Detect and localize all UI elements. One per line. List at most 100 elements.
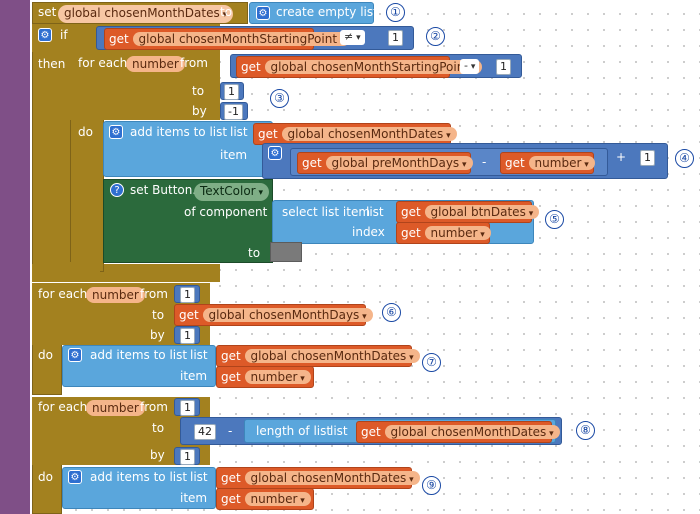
add3-number-dropdown[interactable]: number [244,492,311,506]
loop3-for-each-label: for each [38,400,88,414]
marker-9: ⑨ [422,476,441,495]
add1-label: add items to list [130,125,228,139]
loop1-from-num[interactable]: 1 [496,59,511,75]
loop1-to-label: to [192,84,205,98]
select-list-item-label: select list item [282,205,371,219]
loop3-by-num[interactable]: 1 [180,449,195,465]
for-each-loop-1-footer [70,262,100,272]
loop1-get-starting-point[interactable]: get global chosenMonthStartingPoint [236,56,483,78]
add1-plus-num[interactable]: 1 [640,150,655,166]
btn-dates-dropdown[interactable]: global btnDates [424,205,540,219]
loop1-for-each-label: for each [78,56,128,70]
add1-number-dropdown[interactable]: number [528,156,595,170]
add1-item-label: item [220,148,248,162]
index-number-dropdown[interactable]: number [424,226,491,240]
textcolor-dropdown[interactable]: TextColor [194,183,269,201]
if-label: if [60,28,68,42]
add2-list-dropdown[interactable]: global chosenMonthDates [244,349,420,363]
add2-list-label: list [190,348,208,362]
add1-gear-icon[interactable]: ⚙ [109,125,123,139]
loop1-var[interactable]: number [126,56,185,72]
loop2-get-month-days[interactable]: get global chosenMonthDays [174,304,373,326]
set-button-label: set Button. [130,183,197,197]
loop1-minus-dropdown[interactable]: - [460,59,480,74]
loop2-from-num[interactable]: 1 [180,287,195,303]
marker-4: ④ [675,149,694,168]
length-of-list-label: length of list [256,424,332,438]
add3-label: add items to list [90,470,188,484]
add1-list-label: list [230,125,248,139]
add1-minus: - [482,155,487,169]
marker-3: ③ [270,89,289,108]
if-gear-icon[interactable]: ⚙ [38,28,52,42]
get-index-number[interactable]: get number [396,222,491,244]
select-list-label: list [366,205,384,219]
add1-list-dropdown[interactable]: global chosenMonthDates [281,127,457,141]
get-label: get [109,32,129,46]
month-days-dropdown[interactable]: global chosenMonthDays [202,308,373,322]
loop1-to-num[interactable]: 1 [224,84,239,100]
add2-label: add items to list [90,348,188,362]
of-component-label: of component [184,205,268,219]
add3-get-number[interactable]: get number [216,488,314,510]
create-empty-list-label: create empty list [276,5,378,19]
add3-item-label: item [180,491,208,505]
marker-8: ⑧ [576,421,595,440]
loop1-by-label: by [192,104,207,118]
set-to-label: to [220,5,233,19]
loop2-from-label: from [140,287,168,301]
add2-gear-icon[interactable]: ⚙ [68,348,82,362]
loop2-by-num[interactable]: 1 [180,328,195,344]
loop3-from-num[interactable]: 1 [180,400,195,416]
set-button-to-label: to [248,246,261,260]
add2-number-dropdown[interactable]: number [244,370,311,384]
set-label: set [38,5,57,19]
index-label: index [352,225,385,239]
add2-item-label: item [180,369,208,383]
loop2-to-label: to [152,308,165,322]
loop1-starting-point-dropdown[interactable]: global chosenMonthStartingPoint [264,60,483,74]
marker-5: ⑤ [545,210,564,229]
marker-7: ⑦ [422,353,441,372]
starting-point-dropdown[interactable]: global chosenMonthStartingPoint [132,32,351,46]
compare-value[interactable]: 1 [388,30,403,46]
length-list-dropdown[interactable]: global chosenMonthDates [384,425,560,439]
add2-get-list[interactable]: get global chosenMonthDates [216,345,420,367]
empty-value-socket[interactable] [270,242,302,262]
marker-6: ⑥ [382,303,401,322]
loop1-do-label: do [78,125,93,139]
loop3-minus: - [228,424,233,438]
operator-dropdown[interactable]: ≠ [340,30,365,45]
add1-get-pre-month-days[interactable]: get global preMonthDays [297,152,473,174]
add1-plus-gear-icon[interactable]: ⚙ [268,146,282,160]
workspace-sidebar [0,0,30,514]
loop3-var[interactable]: number [86,400,145,416]
loop1-by-num[interactable]: -1 [224,104,243,120]
loop2-by-label: by [150,328,165,342]
add1-get-list[interactable]: get global chosenMonthDates [253,123,457,145]
get-starting-point-block[interactable]: get global chosenMonthStartingPoint [104,28,351,50]
add3-list-dropdown[interactable]: global chosenMonthDates [244,471,420,485]
loop3-num-42[interactable]: 42 [194,424,216,440]
loop3-by-label: by [150,448,165,462]
add-items-block-2[interactable] [62,345,216,387]
help-icon[interactable]: ? [110,183,124,197]
get-btn-dates[interactable]: get global btnDates [396,201,540,223]
add2-get-number[interactable]: get number [216,366,314,388]
add1-get-number[interactable]: get number [500,152,595,174]
set-variable-dropdown[interactable]: global chosenMonthDates [58,5,234,23]
add3-gear-icon[interactable]: ⚙ [68,470,82,484]
marker-2: ② [426,27,445,46]
add3-list-label: list [190,470,208,484]
then-label: then [38,57,66,71]
loop3-to-label: to [152,421,165,435]
length-list-label: list [330,424,348,438]
loop2-var[interactable]: number [86,287,145,303]
length-get-list[interactable]: get global chosenMonthDates [356,421,560,443]
create-empty-list-block[interactable] [249,2,374,24]
add-items-block-3[interactable] [62,467,216,509]
add3-get-list[interactable]: get global chosenMonthDates [216,467,420,489]
gear-icon[interactable]: ⚙ [256,6,270,20]
loop2-do-label: do [38,348,53,362]
pre-month-days-dropdown[interactable]: global preMonthDays [325,156,473,170]
